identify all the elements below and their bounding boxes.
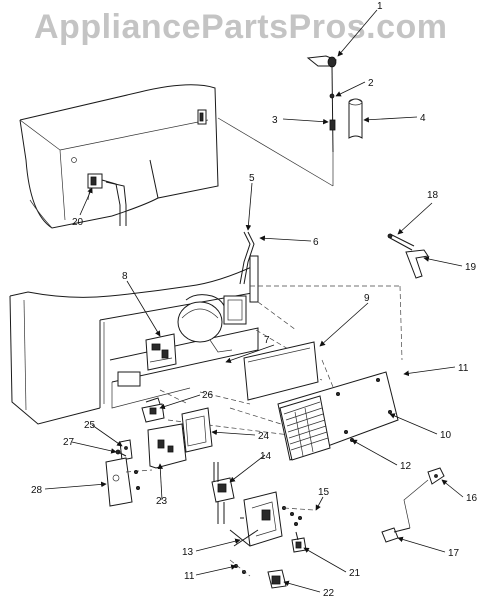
part-20-valve — [87, 173, 127, 226]
part-17-clip — [381, 527, 411, 543]
callout-23: 23 — [156, 496, 168, 507]
part-22-clip — [267, 569, 287, 589]
callout-24: 24 — [258, 431, 270, 442]
callout-27: 27 — [63, 437, 75, 448]
upper-cabinet-view — [19, 84, 219, 229]
callout-labels: 1 2 3 4 5 6 7 8 9 10 11 11 12 13 14 15 1… — [31, 1, 478, 599]
callout-11-lower: 11 — [184, 571, 195, 582]
callout-12: 12 — [400, 461, 412, 472]
callout-14: 14 — [260, 451, 272, 462]
part-25-clip — [119, 439, 133, 461]
lower-cabinet — [9, 263, 259, 425]
callout-28: 28 — [31, 485, 43, 496]
callout-26: 26 — [202, 390, 214, 401]
part-15-screws — [281, 505, 315, 527]
callout-5: 5 — [249, 173, 255, 184]
part-26-relay — [141, 397, 165, 423]
part-19-bracket — [405, 249, 429, 279]
callout-19: 19 — [465, 262, 477, 273]
part-18-screw — [387, 233, 415, 251]
callout-22: 22 — [323, 588, 335, 599]
callout-6: 6 — [313, 237, 319, 248]
callout-8: 8 — [122, 271, 128, 282]
part-28-cover — [105, 457, 153, 507]
part-1-cap — [306, 55, 337, 68]
callout-13: 13 — [182, 547, 194, 558]
callout-15: 15 — [318, 487, 330, 498]
part-8-board — [145, 333, 177, 371]
part-5-6-tubing — [239, 231, 259, 303]
part-4-tube — [348, 98, 363, 139]
callout-18: 18 — [427, 190, 439, 201]
part-23-bracket — [147, 423, 187, 469]
leader-lines — [44, 9, 464, 593]
part-9-panel — [243, 341, 319, 401]
callout-4: 4 — [420, 113, 426, 124]
callout-16: 16 — [466, 493, 478, 504]
callout-2: 2 — [368, 78, 374, 89]
part-21-fitting — [291, 531, 307, 553]
part-10-grille — [277, 371, 399, 461]
callout-1: 1 — [377, 1, 383, 12]
callout-20: 20 — [72, 217, 84, 228]
part-14-valve — [211, 462, 235, 524]
callout-25: 25 — [84, 420, 96, 431]
callout-7: 7 — [264, 335, 270, 346]
watermark-logo: AppliancePartsPros.com — [34, 8, 448, 46]
callout-11-upper: 11 — [458, 363, 469, 374]
part-16-bracket — [403, 467, 445, 529]
callout-3: 3 — [272, 115, 278, 126]
part-11-lower-screws — [229, 559, 251, 577]
part-24-box — [181, 407, 213, 453]
part-2-3-rod — [217, 65, 336, 187]
callout-9: 9 — [364, 293, 370, 304]
callout-10: 10 — [440, 430, 452, 441]
callout-21: 21 — [349, 568, 361, 579]
callout-17: 17 — [448, 548, 460, 559]
